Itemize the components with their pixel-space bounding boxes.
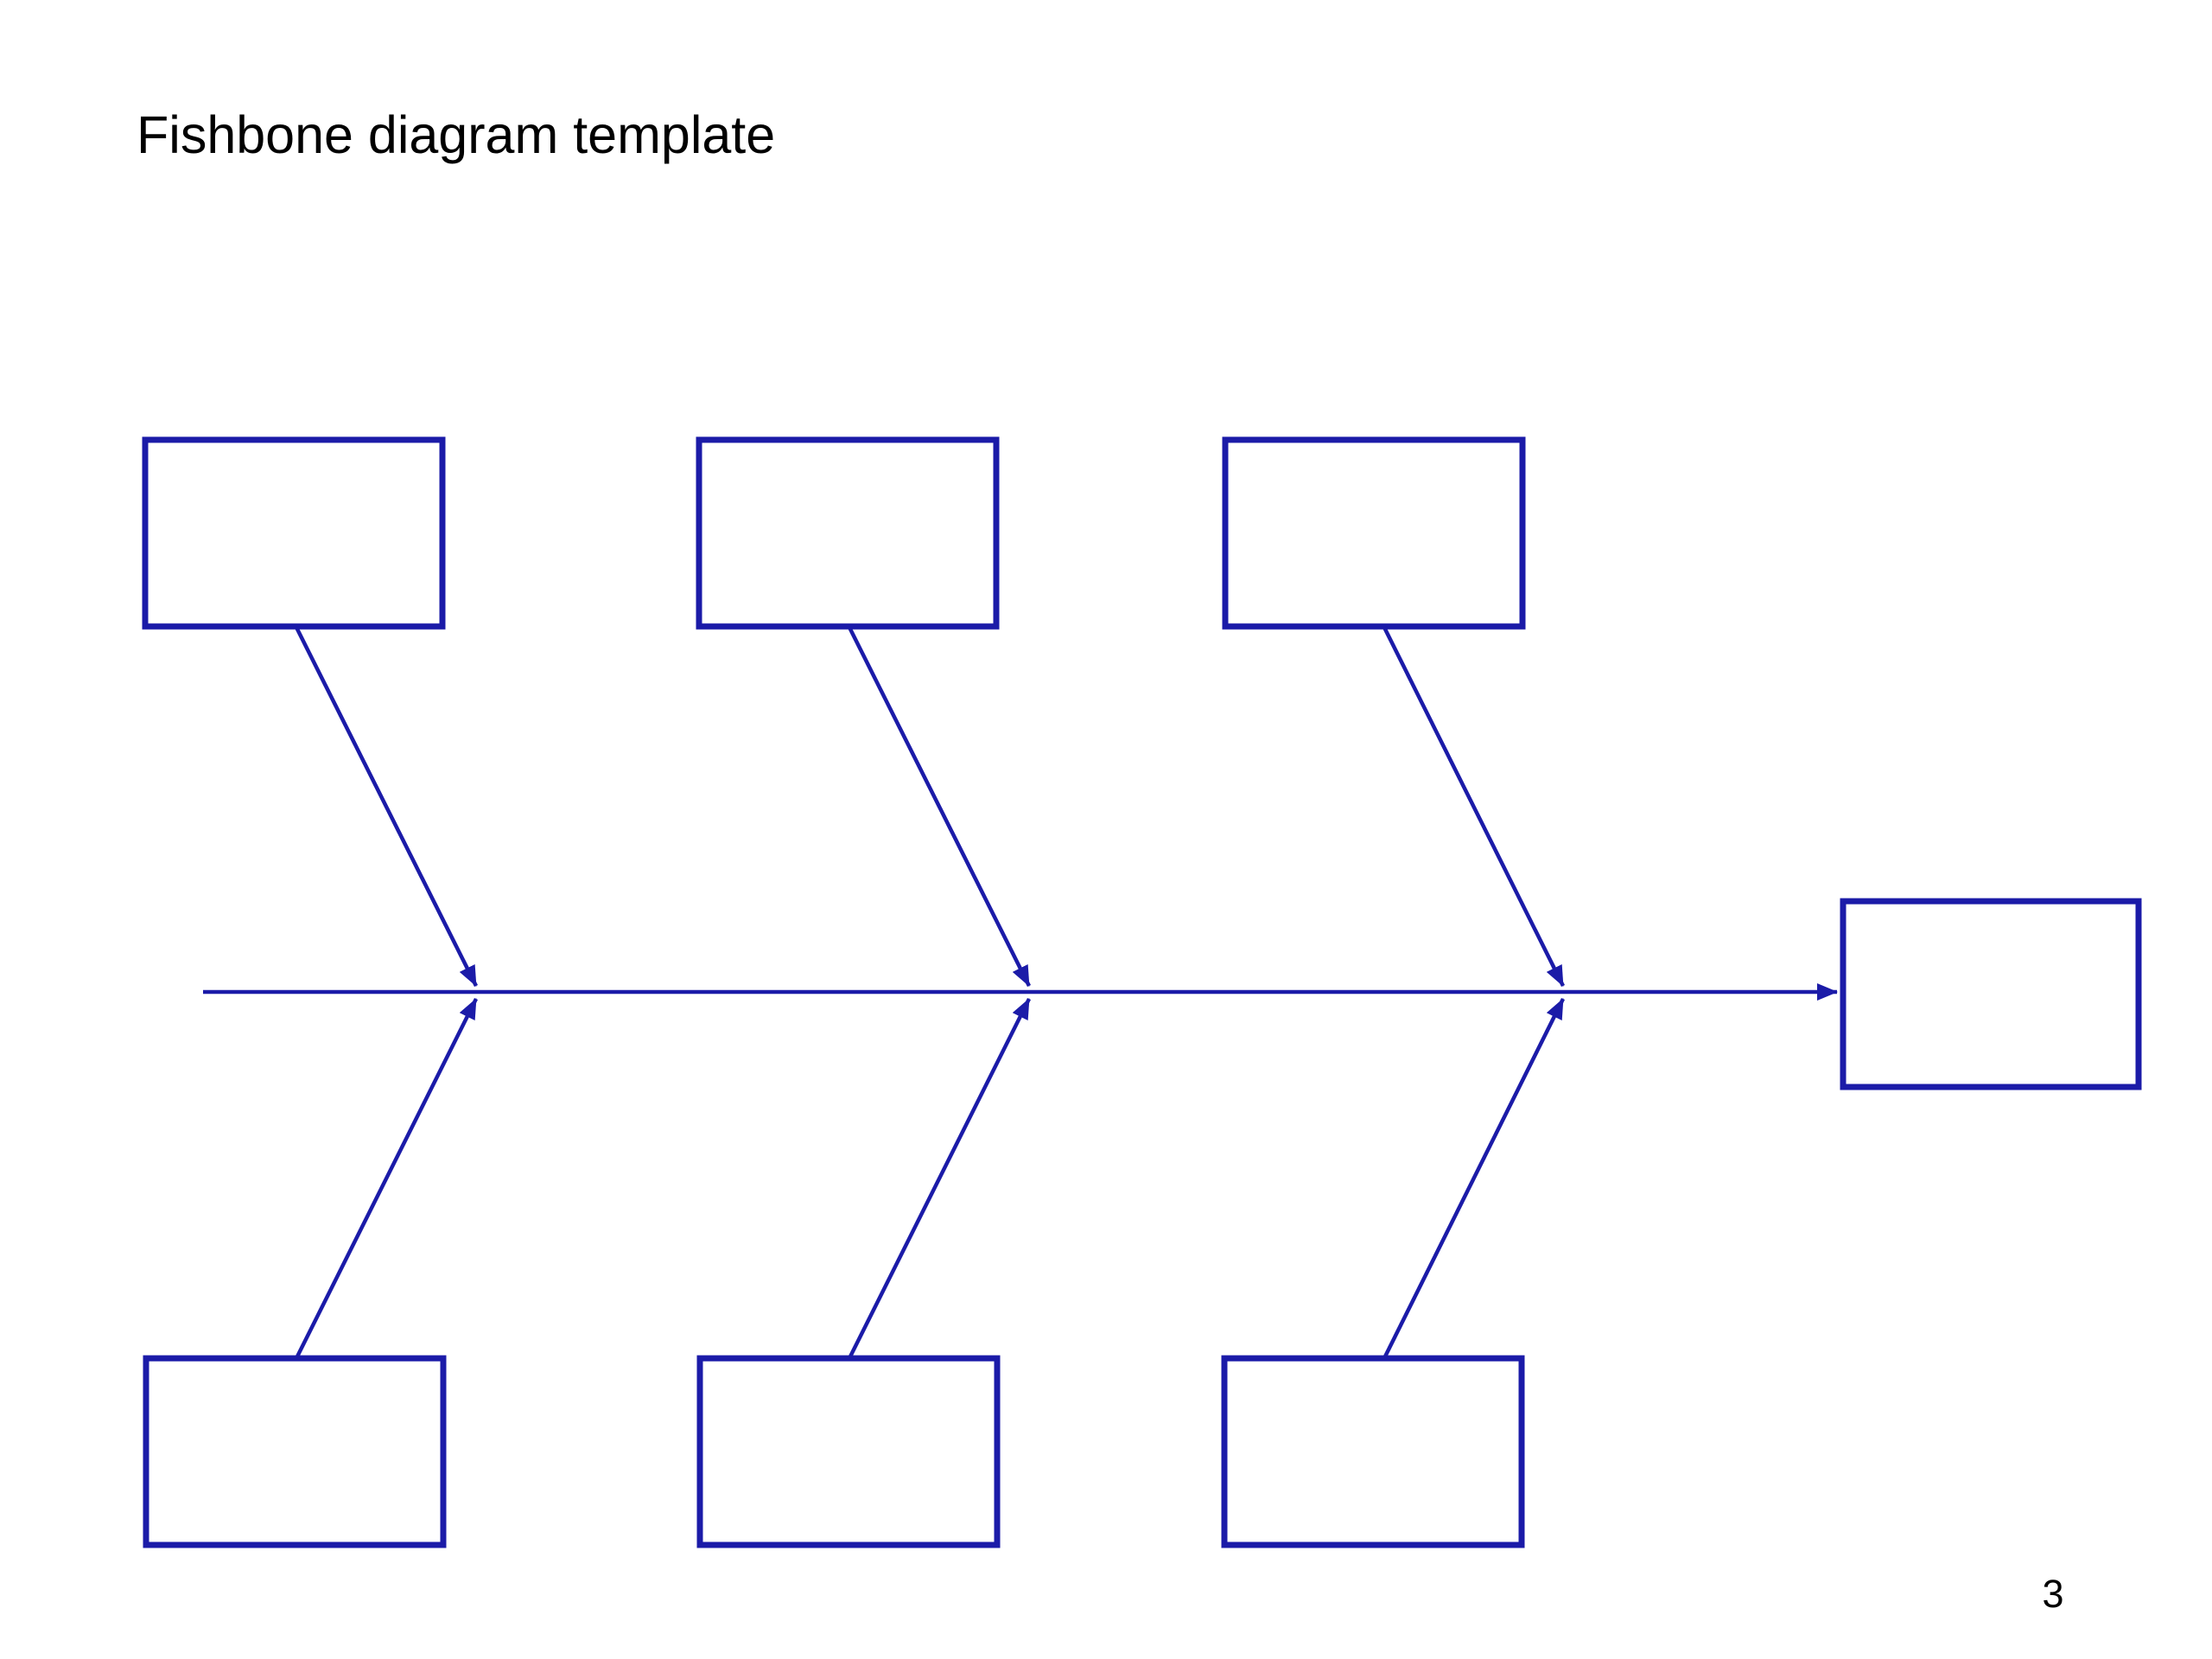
- cause-box-top-1[interactable]: [142, 436, 446, 630]
- bone-arrow-top-2: [847, 626, 1032, 988]
- page-title: Fishbone diagram template: [137, 105, 776, 164]
- cause-box-bottom-2[interactable]: [696, 1355, 1001, 1548]
- bone-arrow-bottom-2: [847, 997, 1032, 1360]
- effect-box[interactable]: [1840, 898, 2142, 1090]
- cause-box-top-3[interactable]: [1222, 436, 1526, 630]
- bone-arrow-bottom-1: [294, 997, 479, 1360]
- bone-arrow-top-3: [1382, 626, 1566, 988]
- bone-arrow-top-1: [294, 626, 479, 988]
- bone-arrow-bottom-3: [1382, 997, 1566, 1360]
- cause-box-top-2[interactable]: [696, 436, 1000, 630]
- cause-box-bottom-1[interactable]: [143, 1355, 447, 1548]
- page-number: 3: [2042, 1572, 2064, 1616]
- cause-box-bottom-3[interactable]: [1221, 1355, 1525, 1548]
